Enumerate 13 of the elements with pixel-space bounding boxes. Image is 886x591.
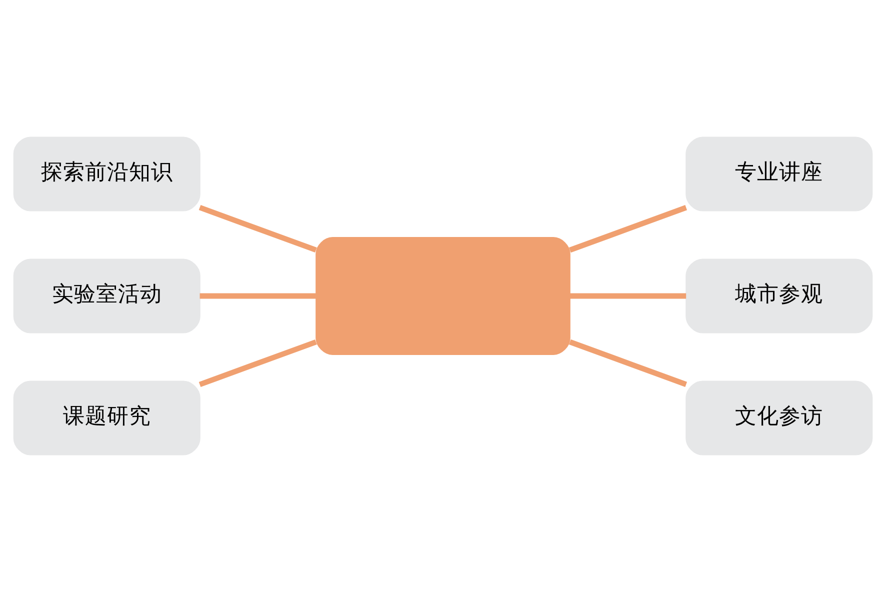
node-box: 课题研究 [13, 380, 200, 455]
node-box: 探索前沿知识 [13, 136, 200, 211]
node-box [316, 236, 570, 354]
node-box: 文化参访 [686, 380, 873, 455]
node-box: 实验室活动 [13, 258, 200, 333]
connector [200, 292, 316, 298]
connector [570, 292, 686, 298]
node-box: 城市参观 [686, 258, 873, 333]
connector [569, 338, 688, 386]
connector [569, 204, 688, 252]
node-box: 专业讲座 [686, 136, 873, 211]
connector [198, 338, 317, 387]
connector [198, 204, 317, 252]
